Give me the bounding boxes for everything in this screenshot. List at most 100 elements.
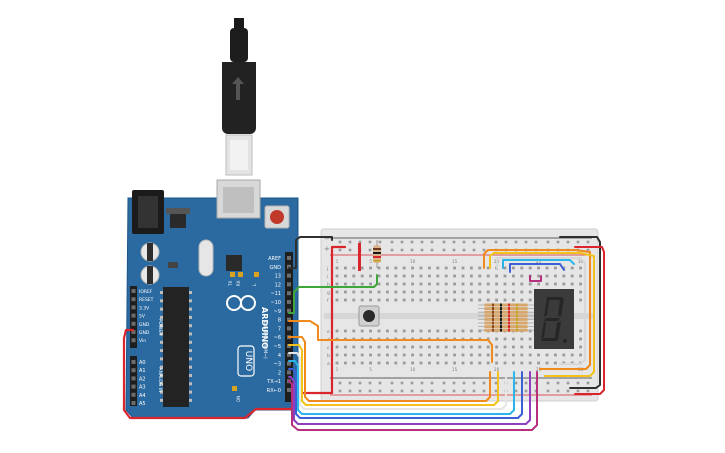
breadboard-hole[interactable] — [369, 345, 372, 349]
breadboard-hole[interactable] — [461, 298, 465, 302]
breadboard-hole[interactable] — [369, 353, 372, 357]
breadboard-hole[interactable] — [570, 282, 574, 286]
breadboard-hole[interactable] — [411, 290, 414, 294]
digital-pin[interactable] — [287, 264, 291, 269]
power-pin[interactable] — [131, 321, 136, 326]
breadboard-hole[interactable] — [419, 298, 423, 302]
rail-hole[interactable] — [472, 248, 476, 252]
breadboard-hole[interactable] — [428, 361, 431, 365]
rail-hole[interactable] — [400, 240, 404, 244]
rail-hole[interactable] — [482, 389, 486, 393]
rail-hole[interactable] — [546, 389, 550, 393]
digital-pin[interactable] — [287, 370, 291, 375]
breadboard-hole[interactable] — [545, 274, 549, 278]
breadboard-hole[interactable] — [411, 353, 414, 357]
rail-hole[interactable] — [390, 389, 394, 393]
breadboard-hole[interactable] — [411, 345, 414, 349]
breadboard-hole[interactable] — [537, 353, 540, 357]
breadboard-hole[interactable] — [369, 290, 372, 294]
rail-hole[interactable] — [566, 389, 570, 393]
breadboard-hole[interactable] — [512, 345, 515, 349]
analog-pin[interactable] — [131, 360, 136, 364]
analog-pin[interactable] — [131, 384, 136, 389]
rail-hole[interactable] — [494, 389, 498, 393]
breadboard-hole[interactable] — [436, 266, 440, 270]
breadboard-hole[interactable] — [352, 274, 356, 278]
breadboard-hole[interactable] — [512, 282, 515, 286]
breadboard-hole[interactable] — [528, 290, 532, 294]
breadboard-hole[interactable] — [377, 266, 381, 270]
rail-hole[interactable] — [420, 248, 424, 252]
breadboard-hole[interactable] — [520, 337, 524, 341]
power-pin[interactable] — [131, 330, 136, 334]
breadboard-hole[interactable] — [386, 361, 389, 365]
breadboard-hole[interactable] — [495, 282, 498, 286]
breadboard-hole[interactable] — [419, 353, 423, 357]
breadboard-hole[interactable] — [579, 353, 582, 357]
rail-hole[interactable] — [378, 381, 382, 385]
analog-pin[interactable] — [131, 368, 136, 373]
breadboard-hole[interactable] — [444, 274, 448, 278]
breadboard-hole[interactable] — [436, 361, 440, 365]
breadboard-hole[interactable] — [503, 345, 507, 349]
rail-hole[interactable] — [348, 389, 352, 393]
rail-hole[interactable] — [494, 381, 498, 385]
breadboard-hole[interactable] — [411, 298, 414, 302]
power-pin[interactable] — [131, 338, 136, 343]
breadboard-hole[interactable] — [461, 274, 465, 278]
rail-hole[interactable] — [338, 240, 342, 244]
rail-hole[interactable] — [556, 381, 560, 385]
breadboard-hole[interactable] — [503, 282, 507, 286]
breadboard-hole[interactable] — [352, 361, 356, 365]
pushbutton[interactable] — [358, 305, 380, 327]
digital-pin[interactable] — [287, 388, 291, 392]
breadboard-hole[interactable] — [528, 266, 532, 270]
breadboard-hole[interactable] — [528, 282, 532, 286]
breadboard-hole[interactable] — [470, 290, 473, 294]
breadboard-hole[interactable] — [486, 266, 490, 270]
rail-hole[interactable] — [410, 389, 414, 393]
rail-hole[interactable] — [358, 389, 362, 393]
breadboard-hole[interactable] — [512, 361, 515, 365]
rail-hole[interactable] — [576, 240, 580, 244]
breadboard-hole[interactable] — [369, 361, 372, 365]
rail-hole[interactable] — [378, 389, 382, 393]
rail-hole[interactable] — [546, 240, 550, 244]
rail-hole[interactable] — [390, 248, 394, 252]
breadboard-hole[interactable] — [570, 266, 574, 270]
breadboard-hole[interactable] — [554, 274, 557, 278]
breadboard-hole[interactable] — [436, 345, 440, 349]
breadboard-hole[interactable] — [486, 274, 490, 278]
rail-hole[interactable] — [462, 248, 466, 252]
rail-hole[interactable] — [452, 389, 456, 393]
breadboard-hole[interactable] — [520, 290, 524, 294]
breadboard-hole[interactable] — [478, 266, 482, 270]
breadboard-hole[interactable] — [470, 282, 473, 286]
rail-hole[interactable] — [556, 240, 560, 244]
breadboard-hole[interactable] — [495, 345, 498, 349]
breadboard-hole[interactable] — [444, 266, 448, 270]
breadboard-hole[interactable] — [394, 266, 398, 270]
breadboard-hole[interactable] — [495, 361, 498, 365]
rail-hole[interactable] — [430, 240, 434, 244]
breadboard-hole[interactable] — [470, 274, 473, 278]
breadboard-hole[interactable] — [360, 345, 364, 349]
breadboard-hole[interactable] — [554, 266, 557, 270]
breadboard-hole[interactable] — [360, 282, 364, 286]
breadboard-hole[interactable] — [486, 298, 490, 302]
digital-pin[interactable] — [287, 326, 291, 331]
breadboard-hole[interactable] — [461, 266, 465, 270]
breadboard-hole[interactable] — [478, 274, 482, 278]
breadboard-hole[interactable] — [478, 282, 482, 286]
digital-pin[interactable] — [287, 273, 291, 278]
digital-pin[interactable] — [287, 361, 291, 366]
breadboard-hole[interactable] — [386, 345, 389, 349]
breadboard-hole[interactable] — [335, 329, 339, 333]
breadboard-hole[interactable] — [352, 329, 356, 333]
breadboard-hole[interactable] — [503, 298, 507, 302]
breadboard-hole[interactable] — [335, 298, 339, 302]
breadboard-hole[interactable] — [453, 298, 456, 302]
breadboard-hole[interactable] — [369, 266, 372, 270]
breadboard-hole[interactable] — [537, 282, 540, 286]
breadboard-hole[interactable] — [512, 353, 515, 357]
